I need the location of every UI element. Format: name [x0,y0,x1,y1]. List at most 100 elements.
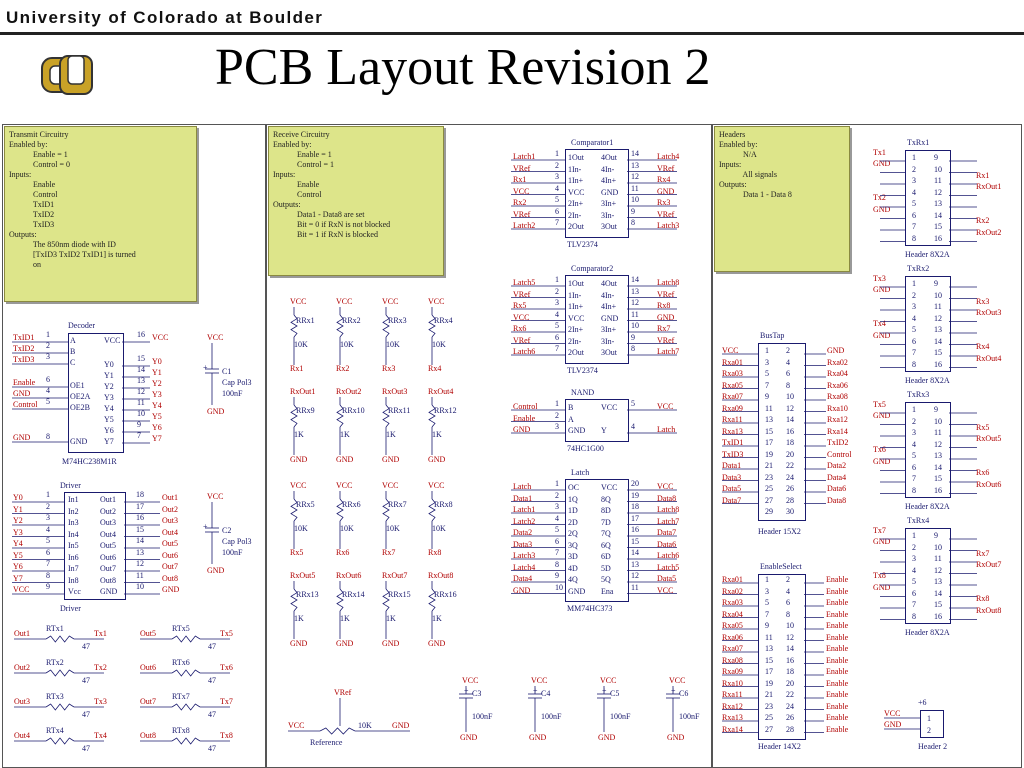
net-label: Data1 [513,493,533,503]
note-line: TxID3 [9,220,55,229]
tx-resistor [171,669,201,677]
pin-name: 1Out [568,279,584,288]
pin-name: In4 [68,529,79,539]
net-label: RxOut2 [976,228,1002,237]
note-line: The 850nm diode with ID [9,240,116,249]
net-label: Rxa10 [722,678,743,688]
pin-name: 3In+ [601,199,617,208]
header2-part: Header 2 [918,742,948,751]
pin-number: 14 [136,536,144,545]
resistor-name: RRx16 [434,590,457,599]
pin-name: VCC [568,187,585,197]
pin-number: 8 [786,380,790,390]
net-label: TxID2 [827,438,849,447]
pin-name: In5 [68,541,79,550]
pin-number: 10 [555,582,563,592]
net-label: Enable [826,655,849,665]
pin-number: 4 [555,309,559,319]
pin-name: 8D [601,506,611,515]
net-label: Enable [13,378,36,387]
pin-number: 16 [934,359,942,369]
net-label: Rx7 [976,549,990,558]
net-label: Rx1 [290,364,304,373]
pin-number: 21 [765,461,773,470]
pin-number: 1 [912,153,916,162]
net-label: GND [873,205,891,214]
pin-name: 4In- [601,290,615,300]
net-label: RxOut5 [976,434,1002,443]
pin-number: 8 [912,485,916,495]
resistor-value: 10K [294,524,308,533]
net-label: Out5 [140,629,156,638]
resistor-name: RRx14 [342,590,365,599]
pin-name: 4D [568,563,578,573]
pin-number: 4 [786,586,790,596]
resistor-value: 1K [294,614,304,623]
net-label: VCC [513,312,530,322]
net-label: TxID2 [13,344,35,353]
pin-number: 14 [786,644,794,653]
rx-resistor [290,588,298,612]
net-label: Latch5 [513,278,536,287]
resistor-value: 47 [82,744,90,753]
net-label: Rxa01 [722,357,743,367]
pin-name: 2Out [568,222,584,231]
net-label: RxOut5 [290,571,316,580]
pin-number: 1 [555,149,559,158]
pin-number: 11 [136,570,144,580]
comparator2-part: TLV2374 [567,365,598,375]
pin-name: B [70,347,76,356]
pin-number: 12 [786,632,794,642]
net-label: Tx7 [873,526,886,535]
resistor-name: RTx8 [172,726,190,735]
rx-resistor [428,588,436,612]
pin-name: 2In+ [568,199,584,208]
net-label: Rx2 [976,216,990,225]
net-label: Out6 [162,550,178,560]
net-label: GND [873,537,891,546]
note-line: [TxID3 TxID2 TxID1] is turned [9,250,136,259]
pin-name: 1In- [568,164,582,174]
net-label: Enable [826,609,849,619]
pin-number: 6 [786,598,790,607]
decoder-title: Decoder [68,321,96,330]
net-label: Rx4 [428,364,442,373]
pin-number: 21 [765,690,773,699]
pin-number: 11 [934,554,942,563]
cu-logo-icon [41,55,93,95]
txrx-part: Header 8X2A [905,628,950,637]
net-label: GND [598,733,616,742]
pin-number: 4 [631,422,635,431]
net-label: GND [667,733,685,742]
pin-name: 2Out [568,348,584,357]
net-label: Rxa10 [827,403,848,413]
pin-number: 8 [46,432,50,441]
pin-number: 3 [765,586,769,596]
net-label: VCC [13,585,30,594]
pin-number: 16 [786,655,794,665]
net-label: Latch1 [513,152,536,161]
resistor-value: 1K [386,614,396,623]
pin-number: 14 [786,415,794,424]
pin-number: 15 [934,474,942,483]
net-label: Latch [657,425,676,434]
pin-number: 7 [912,600,916,609]
net-label: Rx8 [657,301,671,310]
pin-name: In2 [68,506,79,516]
pin-number: 5 [912,451,916,460]
pin-number: 16 [136,513,144,522]
net-label: Latch8 [657,278,680,287]
net-label: GND [336,639,354,648]
net-label: Y7 [13,573,23,583]
pin-number: 10 [786,621,794,630]
rx-resistor [290,404,298,428]
net-label: VRef [334,688,352,697]
driver-part: Driver [60,604,81,613]
pin-number: 9 [934,153,938,162]
resistor-value: 47 [208,710,216,719]
rx-resistor [428,314,436,338]
pin-name: 3D [568,552,578,561]
pin-number: 3 [765,357,769,367]
university-name: University of Colorado at Boulder [6,8,324,27]
comparator1-body [565,149,629,238]
